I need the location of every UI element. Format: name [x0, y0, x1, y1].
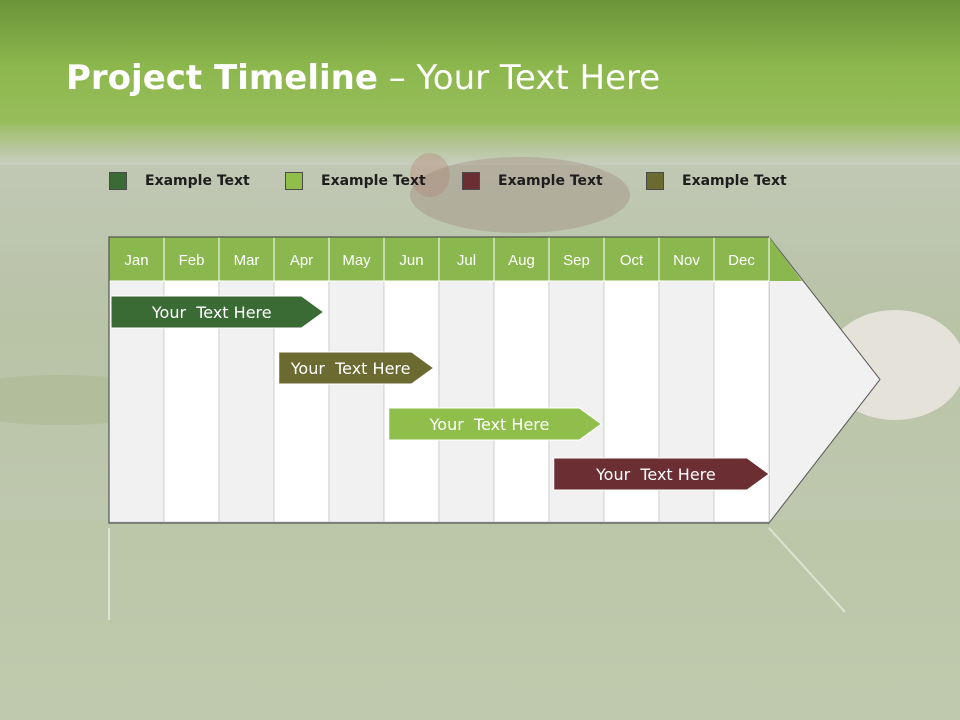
- month-label: Feb: [179, 252, 205, 269]
- month-label: Sep: [563, 252, 590, 269]
- arrow-head-header: [769, 237, 802, 281]
- month-header-cell: [383, 236, 440, 282]
- month-header-cell: [548, 236, 605, 282]
- task-bar: [388, 407, 603, 441]
- month-label: Dec: [728, 252, 755, 269]
- month-label: Apr: [290, 252, 313, 269]
- task-label: Your Text Here: [290, 359, 411, 378]
- legend-item: Example Text: [646, 170, 787, 192]
- legend-item: Example Text: [285, 170, 426, 192]
- month-label: Jun: [399, 252, 423, 269]
- legend-swatch: [109, 172, 127, 190]
- month-label: Nov: [673, 252, 700, 269]
- month-label: Mar: [234, 252, 260, 269]
- legend-label: Example Text: [321, 173, 426, 189]
- month-label: Oct: [620, 252, 644, 269]
- month-column: [383, 280, 440, 523]
- month-header-cell: [108, 236, 165, 282]
- legend-label: Example Text: [682, 173, 787, 189]
- month-column: [438, 280, 495, 523]
- month-header-cell: [328, 236, 385, 282]
- task-bar: [553, 457, 770, 491]
- month-column: [493, 280, 550, 523]
- month-label: Jan: [124, 252, 148, 269]
- legend-label: Example Text: [145, 173, 250, 189]
- legend-item: Example Text: [462, 170, 603, 192]
- month-header-cell: [218, 236, 275, 282]
- month-label: Aug: [508, 252, 535, 269]
- month-header-cell: [493, 236, 550, 282]
- legend-swatch: [646, 172, 664, 190]
- month-header-cell: [273, 236, 330, 282]
- timeline-frame: [108, 236, 769, 524]
- task-label: Your Text Here: [429, 415, 550, 434]
- legend-item: Example Text: [109, 170, 250, 192]
- page-title: Project Timeline – Your Text Here: [66, 58, 661, 98]
- task-bar: [110, 295, 325, 329]
- month-column: [328, 280, 385, 523]
- legend-swatch: [462, 172, 480, 190]
- legend-label: Example Text: [498, 173, 603, 189]
- task-label: Your Text Here: [595, 465, 716, 484]
- month-label: Jul: [457, 252, 476, 269]
- month-label: May: [342, 252, 371, 269]
- month-header-cell: [658, 236, 715, 282]
- month-header-cell: [603, 236, 660, 282]
- task-label: Your Text Here: [151, 303, 272, 322]
- task-bar: [278, 351, 435, 385]
- legend-swatch: [285, 172, 303, 190]
- reflection-line: [768, 527, 846, 613]
